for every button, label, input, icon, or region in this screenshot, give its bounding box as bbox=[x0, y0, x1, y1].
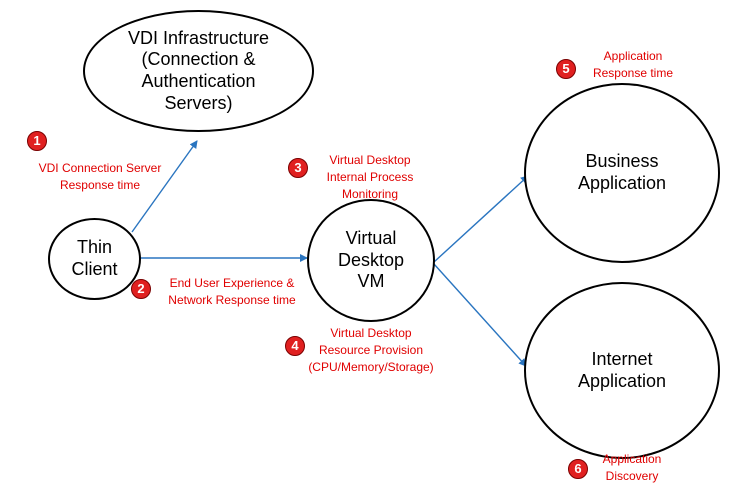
annotation-4-text: Virtual Desktop Resource Provision (CPU/… bbox=[308, 326, 434, 374]
annotation-3-text: Virtual Desktop Internal Process Monitor… bbox=[326, 153, 414, 201]
annotation-4-badge: 4 bbox=[285, 336, 305, 356]
annotation-3-badge: 3 bbox=[288, 158, 308, 178]
node-thin-client-label: Thin Client bbox=[71, 237, 118, 279]
node-business-application-label: Business Application bbox=[577, 151, 667, 193]
annotation-2-text: End User Experience & Network Response t… bbox=[168, 276, 296, 307]
node-virtual-desktop-vm: Virtual Desktop VM bbox=[307, 199, 435, 322]
node-vdi-infrastructure-label: VDI Infrastructure (Connection & Authent… bbox=[127, 27, 270, 113]
edge-thin-client-to-vdi-infrastructure bbox=[131, 140, 198, 233]
node-vdi-infrastructure: VDI Infrastructure (Connection & Authent… bbox=[83, 10, 314, 132]
annotation-1-badge: 1 bbox=[27, 131, 47, 151]
node-internet-application: Internet Application bbox=[524, 282, 720, 459]
annotation-2-badge: 2 bbox=[131, 279, 151, 299]
annotation-6-text: Application Discovery bbox=[602, 452, 662, 483]
node-virtual-desktop-vm-label: Virtual Desktop VM bbox=[337, 228, 405, 292]
node-internet-application-label: Internet Application bbox=[577, 348, 667, 391]
edge-vm-to-internet-application bbox=[433, 263, 527, 367]
annotation-5-badge: 5 bbox=[556, 59, 576, 79]
node-thin-client: Thin Client bbox=[48, 218, 141, 300]
annotation-5-text: Application Response time bbox=[592, 49, 674, 80]
edge-vm-to-business-application bbox=[433, 175, 529, 263]
annotation-6-badge: 6 bbox=[568, 459, 588, 479]
node-business-application: Business Application bbox=[524, 83, 720, 263]
annotation-1-text: VDI Connection Server Response time bbox=[38, 161, 162, 192]
